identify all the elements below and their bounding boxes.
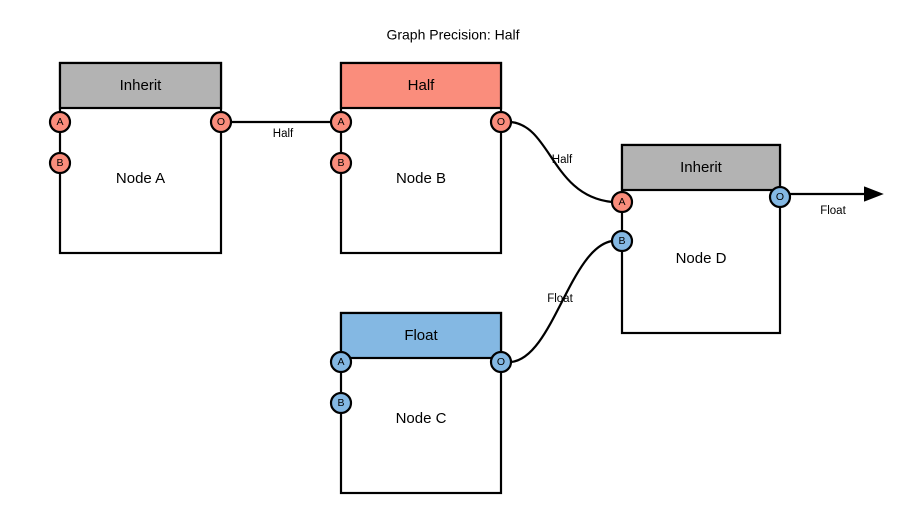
node-a-port-a[interactable]: A bbox=[48, 110, 72, 134]
edge-b-to-d-path[interactable] bbox=[510, 120, 613, 204]
node-d-header-label: Inherit bbox=[680, 159, 723, 176]
node-a-header-label: Inherit bbox=[120, 77, 163, 94]
node-c-port-b[interactable]: B bbox=[329, 391, 353, 415]
edge-c-to-d-label: Float bbox=[547, 293, 573, 305]
node-a-label: Node A bbox=[116, 170, 165, 187]
node-c-port-a[interactable]: A bbox=[329, 350, 353, 374]
node-a-port-o[interactable]: O bbox=[209, 110, 233, 134]
node-d[interactable]: Inherit Node D A B O bbox=[610, 143, 792, 335]
port-circle[interactable] bbox=[610, 229, 634, 253]
node-b[interactable]: Half Node B A B O bbox=[329, 61, 513, 255]
edge-b-to-d-label: Half bbox=[552, 154, 573, 166]
port-circle[interactable] bbox=[768, 185, 792, 209]
edge-a-to-b[interactable]: Half bbox=[231, 120, 331, 140]
graph-title: Graph Precision: Half bbox=[386, 27, 519, 43]
node-a[interactable]: Inherit Node A A B O bbox=[48, 61, 233, 255]
node-a-port-b[interactable]: B bbox=[48, 151, 72, 175]
port-circle[interactable] bbox=[209, 110, 233, 134]
port-circle[interactable] bbox=[489, 350, 513, 374]
node-d-port-o[interactable]: O bbox=[768, 185, 792, 209]
node-b-header[interactable] bbox=[339, 61, 503, 110]
node-b-header-label: Half bbox=[408, 77, 436, 94]
node-b-label: Node B bbox=[396, 170, 446, 187]
node-c-port-o[interactable]: O bbox=[489, 350, 513, 374]
node-b-port-o[interactable]: O bbox=[489, 110, 513, 134]
node-d-port-a-label: A bbox=[618, 196, 625, 208]
node-c-port-a-label: A bbox=[337, 356, 344, 368]
node-c-header-label: Float bbox=[404, 327, 438, 344]
node-d-port-o-label: O bbox=[776, 191, 784, 203]
node-d-port-a[interactable]: A bbox=[610, 190, 634, 214]
node-d-header[interactable] bbox=[620, 143, 782, 192]
edge-c-to-d-path[interactable] bbox=[510, 239, 613, 364]
node-c-port-o-label: O bbox=[497, 356, 505, 368]
node-b-port-b-label: B bbox=[337, 157, 344, 169]
port-circle[interactable] bbox=[489, 110, 513, 134]
node-b-port-a-label: A bbox=[337, 116, 344, 128]
edge-d-output-label: Float bbox=[820, 205, 846, 217]
port-circle[interactable] bbox=[610, 190, 634, 214]
node-b-port-b[interactable]: B bbox=[329, 151, 353, 175]
edge-a-to-b-label: Half bbox=[273, 128, 294, 140]
node-c-header[interactable] bbox=[339, 311, 503, 360]
port-circle[interactable] bbox=[48, 151, 72, 175]
node-c-port-b-label: B bbox=[337, 397, 344, 409]
port-circle[interactable] bbox=[329, 151, 353, 175]
port-circle[interactable] bbox=[48, 110, 72, 134]
node-d-port-b-label: B bbox=[618, 235, 625, 247]
node-c[interactable]: Float Node C A B O bbox=[329, 311, 513, 495]
port-circle[interactable] bbox=[329, 110, 353, 134]
node-a-port-o-label: O bbox=[217, 116, 225, 128]
port-circle[interactable] bbox=[329, 350, 353, 374]
edge-d-output[interactable]: Float bbox=[790, 186, 884, 217]
edge-c-to-d[interactable]: Float bbox=[510, 239, 613, 364]
node-d-port-b[interactable]: B bbox=[610, 229, 634, 253]
node-b-port-a[interactable]: A bbox=[329, 110, 353, 134]
edge-b-to-d[interactable]: Half bbox=[510, 120, 613, 204]
node-a-port-b-label: B bbox=[56, 157, 63, 169]
node-d-label: Node D bbox=[676, 250, 727, 267]
node-a-header[interactable] bbox=[58, 61, 223, 110]
node-b-port-o-label: O bbox=[497, 116, 505, 128]
node-a-port-a-label: A bbox=[56, 116, 63, 128]
port-circle[interactable] bbox=[329, 391, 353, 415]
node-c-label: Node C bbox=[396, 410, 447, 427]
edges-layer: Half Half Float Float bbox=[231, 120, 884, 364]
